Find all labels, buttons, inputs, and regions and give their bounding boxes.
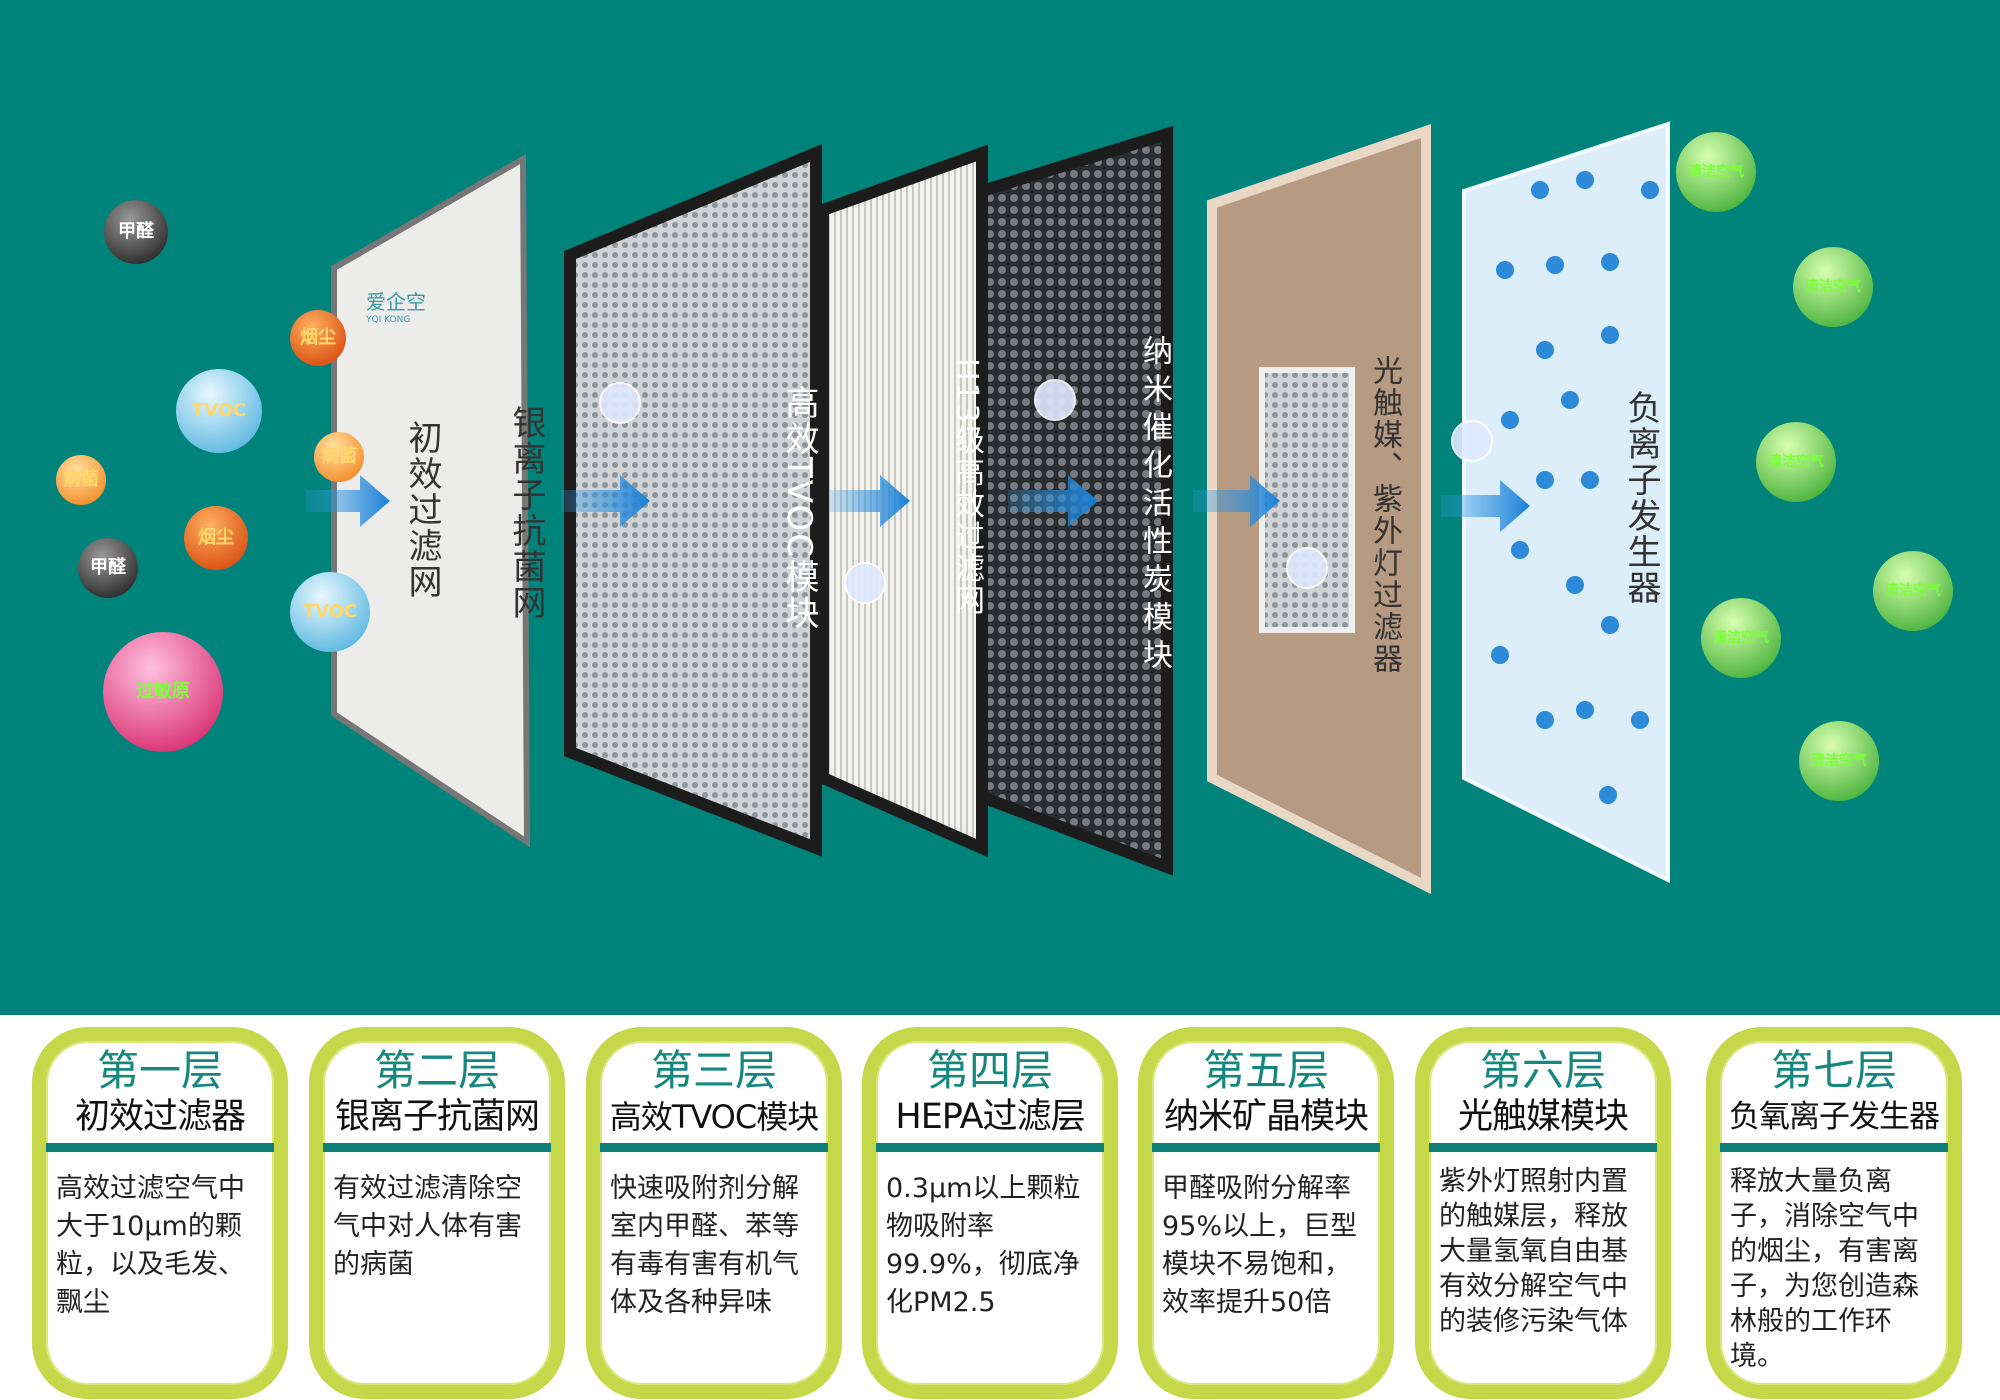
layer-card-6: 第六层光触媒模块紫外灯照射内置的触媒层，释放大量氢氧自由基有效分解空气中的装修污… <box>1415 1027 1671 1399</box>
divider <box>1152 1143 1380 1152</box>
layer-card-3: 第三层高效TVOC模块快速吸附剂分解室内甲醛、苯等有毒有害有机气体及各种异味 <box>586 1027 842 1399</box>
clean-air-bubble: 清洁空气 <box>1701 598 1781 678</box>
filter-label-hepa: H13级高效过滤网 <box>949 358 984 617</box>
layer-card-2: 第二层银离子抗菌网有效过滤清除空气中对人体有害的病菌 <box>309 1027 565 1399</box>
layer-cards: 第一层初效过滤器高效过滤空气中大于10μm的颗粒，以及毛发、飘尘 第二层银离子抗… <box>0 1015 2000 1400</box>
card-title: 第三层 <box>650 1046 777 1095</box>
clean-air-bubble: 清洁空气 <box>1873 551 1953 631</box>
card-subtitle: 高效TVOC模块 <box>609 1098 819 1136</box>
divider <box>46 1143 274 1152</box>
card-subtitle: HEPA过滤层 <box>895 1097 1085 1137</box>
divider <box>1720 1143 1948 1152</box>
arrow-icons <box>306 475 1530 532</box>
pollutant-bubble: TVOC <box>176 369 262 453</box>
divider <box>600 1143 828 1152</box>
ion-generator-panel <box>1462 121 1670 884</box>
card-subtitle: 纳米矿晶模块 <box>1163 1097 1369 1137</box>
clean-air-bubble: 清洁空气 <box>1799 721 1879 801</box>
card-title: 第七层 <box>1770 1046 1897 1095</box>
filter-label-tvoc: 高效TVOC模块 <box>779 385 819 631</box>
clean-air-bubble: 清洁空气 <box>1676 132 1756 212</box>
clean-air-bubble: 清洁空气 <box>1793 247 1873 327</box>
card-description: 有效过滤清除空气中对人体有害的病菌 <box>333 1173 522 1280</box>
card-subtitle: 光触媒模块 <box>1457 1097 1629 1137</box>
layer-card-5: 第五层纳米矿晶模块甲醛吸附分解率95%以上，巨型模块不易饱和，效率提升50倍 <box>1138 1027 1394 1399</box>
pollutant-bubble: 病菌 <box>56 455 106 505</box>
filter-label-photocatalyst: 光触媒、紫外灯过滤器 <box>1367 355 1402 675</box>
filter-label-carbon: 纳米催化活性炭模块 <box>1137 335 1172 677</box>
brand-subtitle: YQI KONG <box>366 315 411 325</box>
card-title: 第四层 <box>926 1046 1053 1095</box>
filter-label-ion-generator: 负离子发生器 <box>1621 390 1661 606</box>
divider <box>1429 1143 1657 1152</box>
card-title: 第五层 <box>1202 1046 1329 1095</box>
card-description: 甲醛吸附分解率95%以上，巨型模块不易饱和，效率提升50倍 <box>1162 1173 1358 1318</box>
card-description: 高效过滤空气中大于10μm的颗粒，以及毛发、飘尘 <box>56 1173 245 1318</box>
card-description: 0.3μm以上颗粒物吸附率99.9%，彻底净化PM2.5 <box>886 1173 1081 1318</box>
card-title: 第二层 <box>373 1046 500 1095</box>
pollutant-bubble: 甲醛 <box>104 200 168 264</box>
card-description: 释放大量负离子，消除空气中的烟尘，有害离子，为您创造森林般的工作环境。 <box>1730 1166 1919 1372</box>
brand-name: 爱企空 <box>366 290 426 314</box>
card-title: 第一层 <box>96 1046 223 1095</box>
divider <box>876 1143 1104 1152</box>
card-description: 快速吸附剂分解室内甲醛、苯等有毒有害有机气体及各种异味 <box>610 1173 799 1318</box>
clean-air-bubble: 清洁空气 <box>1756 422 1836 502</box>
card-subtitle: 银离子抗菌网 <box>334 1097 540 1137</box>
pollutant-bubble: 过敏原 <box>103 632 223 752</box>
pollutant-bubble: TVOC <box>290 572 370 652</box>
filter-diagram: 爱企空 YQI KONG 初效过滤网 银离子抗菌网 高效TVOC模块 H13级高… <box>0 0 2000 1015</box>
pollutant-bubble: 病菌 <box>314 432 364 482</box>
filter-label-silver-ion: 银离子抗菌网 <box>506 405 546 621</box>
tvoc-module-panel <box>564 144 822 857</box>
negative-ion-icons <box>1491 171 1659 804</box>
filter-layers-graphic <box>306 121 1670 895</box>
card-subtitle: 初效过滤器 <box>74 1097 246 1137</box>
brand-logo: 爱企空 YQI KONG <box>366 290 426 326</box>
card-title: 第六层 <box>1479 1046 1606 1095</box>
layer-card-7: 第七层负氧离子发生器释放大量负离子，消除空气中的烟尘，有害离子，为您创造森林般的… <box>1706 1027 1962 1399</box>
initial-filter-panel <box>331 153 531 848</box>
card-subtitle: 负氧离子发生器 <box>1729 1099 1940 1135</box>
pollutant-bubble: 烟尘 <box>184 506 248 570</box>
card-description: 紫外灯照射内置的触媒层，释放大量氢氧自由基有效分解空气中的装修污染气体 <box>1439 1166 1628 1337</box>
air-particles <box>599 379 1493 604</box>
pollutant-bubble: 甲醛 <box>78 538 138 598</box>
divider <box>323 1143 551 1152</box>
pollutant-bubble: 烟尘 <box>290 310 346 366</box>
filter-label-initial: 初效过滤网 <box>402 420 442 600</box>
layer-card-1: 第一层初效过滤器高效过滤空气中大于10μm的颗粒，以及毛发、飘尘 <box>32 1027 288 1399</box>
